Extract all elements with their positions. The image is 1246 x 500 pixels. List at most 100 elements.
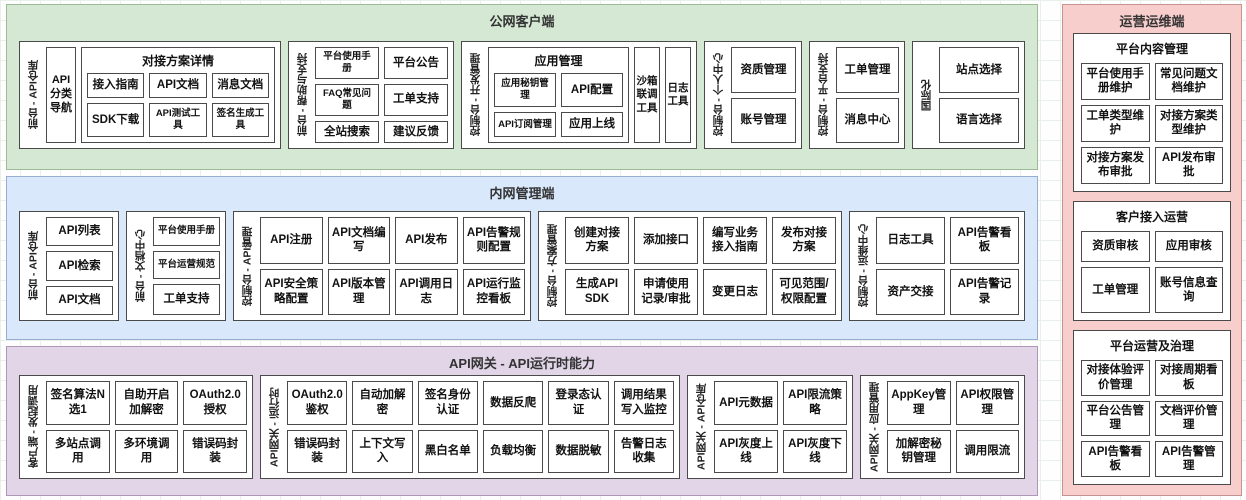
group-label: API网关 - 运行时 [268,387,281,467]
feature-box: 资产交接 [876,268,945,315]
feature-box: 编写业务接入指南 [703,217,767,264]
feature-box: 站点选择 [939,47,1019,93]
feature-box: 黑白名单 [417,429,478,473]
feature-box: API注册 [260,217,323,264]
feature-box: 工单管理 [836,47,899,93]
group-items: 工单管理消息中心 [836,47,899,143]
feature-box: API测试工具 [149,102,207,137]
feature-box: 调用限流 [955,429,1019,473]
group-items: 平台使用手册平台运营规范工单支持 [153,217,220,315]
feature-box: 资质审核 [1081,230,1150,263]
group-console-platform-support: 控制台 - 平台支持 工单管理消息中心 [809,41,905,149]
group-label: 控制台 - 平台支持 [817,53,830,137]
section-operations: 运营运维端 平台内容管理 平台使用手册维护常见问题文档维护工单类型维护对接方案类… [1062,4,1242,496]
feature-box: 沙箱联调工具 [634,47,660,143]
feature-box: 应用秘钥管理 [494,73,556,108]
feature-box: 常见问题文档维护 [1154,63,1223,100]
feature-box: 平台使用手册 [153,217,220,246]
feature-box: 对接体验评价管理 [1081,359,1150,396]
feature-box: 资质管理 [731,47,796,93]
group-customer-access-ops: 客户接入运营 资质审核应用审核工单管理账号信息查询 [1073,200,1231,321]
feature-box: API配置 [561,73,623,108]
feature-box: 上下文写入 [352,429,413,473]
feature-box: API告警看板 [1081,441,1150,477]
feature-box: API灰度上线 [714,429,778,473]
feature-box: 账号管理 [731,97,796,143]
feature-box: API检索 [46,251,113,281]
feature-box: 建议反馈 [384,120,448,143]
subgroup-title: 对接方案详情 [141,54,214,68]
feature-box: 日志工具 [665,47,691,143]
feature-box: FAQ常见问题 [315,83,379,116]
group-items: OAuth2.0鉴权自动加解密签名身份认证数据反爬登录态认证调用结果写入监控错误… [287,381,674,473]
group-label: 控制台 - API管理 [241,226,254,306]
feature-box: API告警规则配置 [462,217,525,264]
group-items: 站点选择语言选择 [939,47,1019,143]
group-items: 资质审核应用审核工单管理账号信息查询 [1081,230,1223,313]
feature-box: 可见范围/权限配置 [772,268,836,315]
group-title: 客户接入运营 [1115,209,1188,224]
feature-box: API文档编写 [327,217,390,264]
group-label: 前台 - 文档中心 [134,229,147,303]
feature-box: 错误码封装 [183,429,247,473]
group-label: 控制台 - 方案管理 [546,224,559,308]
feature-box: 平台运营规范 [153,250,220,279]
feature-box: API运行监控看板 [462,268,525,315]
feature-box: API安全策略配置 [260,268,323,315]
feature-box: 接入指南 [87,73,145,98]
feature-box: 对接周期看板 [1154,359,1223,396]
feature-box: API告警管理 [1154,441,1223,477]
feature-box: API灰度下线 [783,429,847,473]
feature-box: 语言选择 [939,97,1019,143]
section-title: API网关 - API运行时能力 [449,356,595,371]
feature-box: 签名生成工具 [211,102,269,137]
feature-box: 文档评价管理 [1154,400,1223,437]
feature-box: 负载均衡 [482,429,544,473]
feature-box: 签名身份认证 [417,381,478,425]
feature-box: 对接方案类型维护 [1154,104,1223,142]
feature-box: API权限管理 [955,381,1019,425]
feature-box: 签名算法N选1 [46,381,110,425]
feature-box: API调用日志 [395,268,458,315]
feature-box: OAuth2.0授权 [183,381,247,425]
feature-box: 应用审核 [1154,230,1223,263]
feature-box: 多环境调用 [114,429,179,473]
group-gateway-runtime: API网关 - 运行时 OAuth2.0鉴权自动加解密签名身份认证数据反爬登录态… [260,375,680,479]
group-label: 国际化 [920,79,933,111]
feature-box: API发布审批 [1154,146,1223,184]
feature-box: 工单支持 [384,83,448,116]
feature-box: 数据脱敏 [548,429,609,473]
group-internationalization: 国际化 站点选择语言选择 [912,41,1025,149]
group-label: API网关 - API仓库 [695,383,708,471]
feature-box: 错误码封装 [287,429,348,473]
group-title: 平台运营及治理 [1109,338,1194,353]
feature-box: 创建对接方案 [565,217,629,264]
group-label: 控制台 - 运维中心 [857,224,870,308]
feature-box: 消息文档 [211,73,269,98]
group-label: 客户端 - 发起调用 [27,385,40,469]
group-label: 前台 - 帮助与支持 [296,53,309,137]
feature-box: 工单支持 [153,284,220,315]
feature-box: 调用结果写入监控 [613,381,674,425]
feature-box: 平台使用手册维护 [1081,63,1150,100]
feature-box: AppKey管理 [887,381,951,425]
group-label: 控制台 - 个人中心 [712,53,725,137]
